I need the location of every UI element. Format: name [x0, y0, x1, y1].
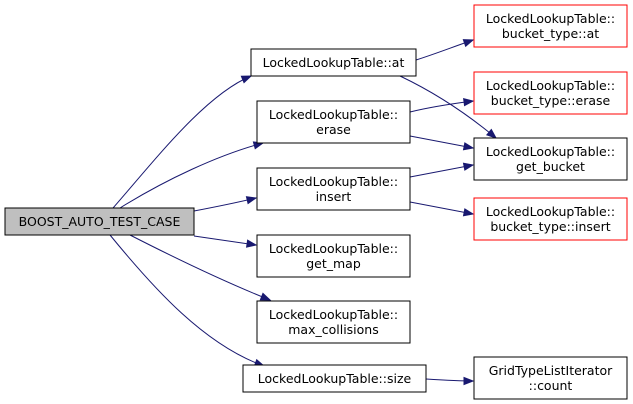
- node-label: LockedLookupTable::: [486, 144, 615, 159]
- node-root[interactable]: BOOST_AUTO_TEST_CASE: [4, 207, 195, 236]
- node-box: [256, 300, 411, 344]
- node-label: LockedLookupTable::size: [258, 371, 412, 386]
- node-label: LockedLookupTable::: [269, 174, 398, 189]
- arrowhead: [245, 196, 258, 205]
- call-edge: [409, 201, 474, 215]
- arrowhead: [485, 128, 498, 139]
- node-label: LockedLookupTable::: [486, 204, 615, 219]
- call-edge: [129, 234, 271, 301]
- node-label: get_map: [306, 256, 361, 271]
- node-label: GridTypeListIterator: [489, 363, 613, 378]
- arrowhead: [245, 239, 258, 248]
- node-box: [473, 71, 628, 115]
- node-label: bucket_type::erase: [491, 93, 611, 108]
- node-label: BOOST_AUTO_TEST_CASE: [19, 214, 181, 229]
- arrowhead: [462, 208, 475, 217]
- node-box: [4, 207, 195, 236]
- node-insert[interactable]: LockedLookupTable::insert: [256, 167, 411, 211]
- node-box: [473, 197, 628, 241]
- node-label: ::count: [529, 378, 573, 393]
- node-max-collisions[interactable]: LockedLookupTable::max_collisions: [256, 300, 411, 344]
- node-box: [473, 137, 628, 181]
- call-edge: [409, 164, 474, 178]
- node-label: LockedLookupTable::: [486, 11, 615, 26]
- node-label: insert: [316, 189, 352, 204]
- node-size[interactable]: LockedLookupTable::size: [242, 364, 427, 393]
- call-edge: [109, 234, 265, 367]
- node-box: [256, 167, 411, 211]
- node-box: [473, 4, 628, 48]
- call-edge: [119, 142, 264, 209]
- arrowhead: [259, 292, 272, 301]
- node-erase[interactable]: LockedLookupTable::erase: [256, 100, 411, 144]
- node-bucket-at[interactable]: LockedLookupTable::bucket_type::at: [473, 4, 628, 48]
- node-get-map[interactable]: LockedLookupTable::get_map: [256, 234, 411, 278]
- node-box: [256, 100, 411, 144]
- nodes-layer: BOOST_AUTO_TEST_CASE LockedLookupTable::a…: [4, 4, 628, 400]
- arrowhead: [463, 376, 475, 386]
- node-count[interactable]: GridTypeListIterator::count: [473, 356, 628, 400]
- node-box: [473, 356, 628, 400]
- node-label: LockedLookupTable::: [486, 78, 615, 93]
- node-bucket-insert[interactable]: LockedLookupTable::bucket_type::insert: [473, 197, 628, 241]
- node-label: bucket_type::at: [502, 26, 599, 41]
- node-at[interactable]: LockedLookupTable::at: [250, 48, 417, 77]
- arrowhead: [240, 75, 253, 84]
- edges-layer: [109, 39, 498, 386]
- node-get-bucket[interactable]: LockedLookupTable::get_bucket: [473, 137, 628, 181]
- call-edge: [409, 135, 474, 149]
- node-label: LockedLookupTable::: [269, 107, 398, 122]
- arrowhead: [462, 162, 475, 171]
- node-label: erase: [316, 122, 351, 137]
- call-edge: [399, 75, 497, 139]
- node-bucket-erase[interactable]: LockedLookupTable::bucket_type::erase: [473, 71, 628, 115]
- call-edge: [409, 100, 474, 113]
- arrowhead: [462, 39, 475, 48]
- node-label: bucket_type::insert: [490, 219, 610, 234]
- arrowhead: [462, 142, 475, 151]
- node-label: get_bucket: [516, 159, 585, 174]
- call-edge: [112, 75, 252, 209]
- node-label: LockedLookupTable::: [269, 307, 398, 322]
- node-box: [256, 234, 411, 278]
- node-label: max_collisions: [288, 322, 379, 337]
- arrowhead: [463, 98, 475, 107]
- node-label: LockedLookupTable::at: [263, 55, 405, 70]
- node-box: [250, 48, 417, 77]
- node-box: [242, 364, 427, 393]
- node-label: LockedLookupTable::: [269, 241, 398, 256]
